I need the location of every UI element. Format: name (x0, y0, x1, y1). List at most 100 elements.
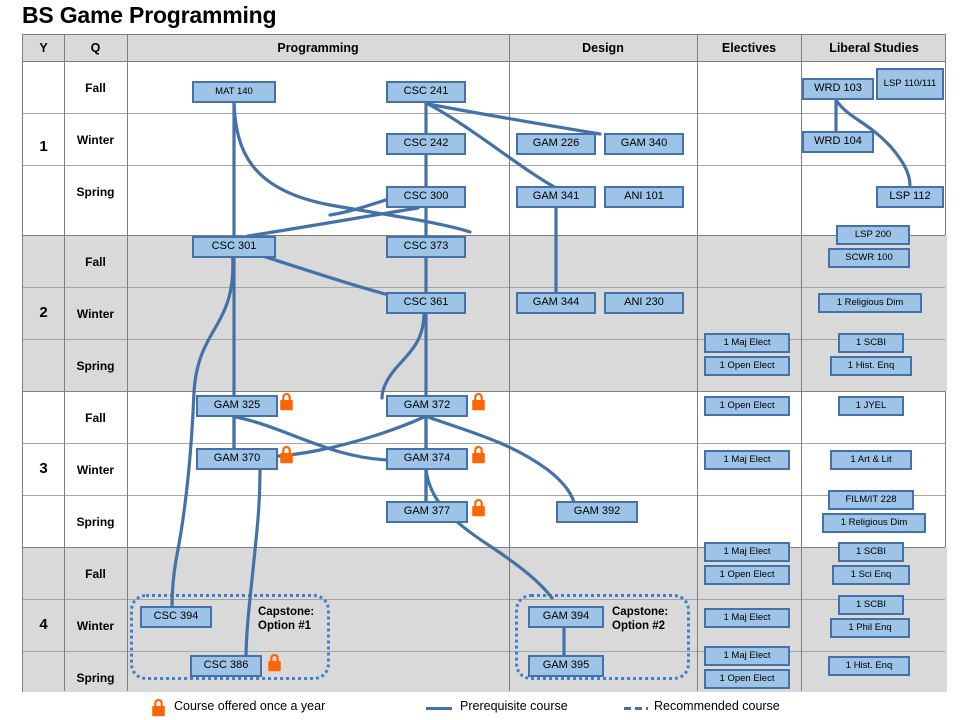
grid-vline (697, 35, 698, 691)
course-box-hist-enq-y2s[interactable]: 1 Hist. Enq (830, 356, 912, 376)
course-box-csc-394[interactable]: CSC 394 (140, 606, 212, 628)
grid-hline (23, 391, 945, 392)
lock-icon (280, 392, 293, 411)
grid-hline (23, 235, 945, 236)
quarter-label-y2-spring: Spring (76, 359, 115, 373)
page-title: BS Game Programming (22, 2, 277, 28)
course-box-csc-373[interactable]: CSC 373 (386, 236, 466, 258)
course-box-jyel[interactable]: 1 JYEL (838, 396, 904, 416)
quarter-label-y4-winter: Winter (76, 619, 115, 633)
course-box-csc-241[interactable]: CSC 241 (386, 81, 466, 103)
elective-box-maj-elect-y4w[interactable]: 1 Maj Elect (704, 608, 790, 628)
grid-hline (23, 651, 945, 652)
quarter-label-y3-fall: Fall (85, 411, 106, 425)
course-box-gam-341[interactable]: GAM 341 (516, 186, 596, 208)
course-box-gam-340[interactable]: GAM 340 (604, 133, 684, 155)
grid-vline (127, 35, 128, 691)
course-box-scbi-y4w[interactable]: 1 SCBI (838, 595, 904, 615)
course-box-lsp-110-111[interactable]: LSP 110/111 (876, 68, 944, 100)
quarter-label-y3-spring: Spring (76, 515, 115, 529)
course-box-csc-242[interactable]: CSC 242 (386, 133, 466, 155)
course-box-mat-140[interactable]: MAT 140 (192, 81, 276, 103)
grid-vline (801, 35, 802, 691)
year-label-1: 1 (39, 138, 48, 155)
year2-row-shading (23, 235, 947, 391)
grid-hline (23, 339, 945, 340)
course-box-gam-395[interactable]: GAM 395 (528, 655, 604, 677)
lock-icon (472, 445, 485, 464)
quarter-label-y4-fall: Fall (85, 567, 106, 581)
course-box-lsp-112[interactable]: LSP 112 (876, 186, 944, 208)
column-header-programming: Programming (277, 41, 359, 55)
course-box-wrd-104[interactable]: WRD 104 (802, 131, 874, 153)
header-row-background (23, 35, 945, 61)
quarter-label-y3-winter: Winter (76, 463, 115, 477)
dashed-line-icon (624, 707, 648, 710)
lock-icon (268, 653, 281, 672)
elective-box-maj-elect-y4s[interactable]: 1 Maj Elect (704, 646, 790, 666)
course-box-wrd-103[interactable]: WRD 103 (802, 78, 874, 100)
elective-box-maj-elect-y3w[interactable]: 1 Maj Elect (704, 450, 790, 470)
capstone-option2-group (515, 594, 690, 680)
capstone-option1-label: Capstone: Option #1 (258, 605, 314, 634)
legend: Course offered once a year Prerequisite … (150, 697, 850, 719)
course-box-lsp-200[interactable]: LSP 200 (836, 225, 910, 245)
year-label-3: 3 (39, 460, 48, 477)
course-box-gam-377[interactable]: GAM 377 (386, 501, 468, 523)
course-box-gam-374[interactable]: GAM 374 (386, 448, 468, 470)
grid-hline (23, 495, 945, 496)
elective-box-open-elect-y4f[interactable]: 1 Open Elect (704, 565, 790, 585)
course-box-scbi-y2s[interactable]: 1 SCBI (838, 333, 904, 353)
course-box-ani-101[interactable]: ANI 101 (604, 186, 684, 208)
course-box-csc-386[interactable]: CSC 386 (190, 655, 262, 677)
elective-box-open-elect-y4s[interactable]: 1 Open Elect (704, 669, 790, 689)
course-box-hist-enq-y4s[interactable]: 1 Hist. Enq (828, 656, 910, 676)
grid-hline (23, 113, 945, 114)
grid-hline (23, 443, 945, 444)
course-box-scwr-100[interactable]: SCWR 100 (828, 248, 910, 268)
course-box-gam-394[interactable]: GAM 394 (528, 606, 604, 628)
grid-vline (509, 35, 510, 691)
course-box-sci-enq[interactable]: 1 Sci Enq (832, 565, 910, 585)
course-box-gam-392[interactable]: GAM 392 (556, 501, 638, 523)
course-box-gam-226[interactable]: GAM 226 (516, 133, 596, 155)
legend-lock-label: Course offered once a year (174, 699, 326, 713)
quarter-label-y4-spring: Spring (76, 671, 115, 685)
course-box-phil-enq[interactable]: 1 Phil Enq (830, 618, 910, 638)
legend-prerequisite-label: Prerequisite course (460, 699, 568, 713)
legend-recommended-label: Recommended course (654, 699, 780, 713)
grid-vline (64, 35, 65, 691)
course-box-art-lit[interactable]: 1 Art & Lit (830, 450, 912, 470)
course-box-religious-dim-y2w[interactable]: 1 Religious Dim (818, 293, 922, 313)
grid-hline (23, 547, 945, 548)
elective-box-open-elect-y2s[interactable]: 1 Open Elect (704, 356, 790, 376)
course-box-csc-301[interactable]: CSC 301 (192, 236, 276, 258)
capstone-option2-line1: Capstone: (612, 606, 669, 618)
column-header-quarter: Q (90, 41, 101, 55)
quarter-label-y1-spring: Spring (76, 185, 115, 199)
elective-box-maj-elect-y2s[interactable]: 1 Maj Elect (704, 333, 790, 353)
course-box-film-it-228[interactable]: FILM/IT 228 (828, 490, 914, 510)
course-box-csc-361[interactable]: CSC 361 (386, 292, 466, 314)
lock-icon (280, 445, 293, 464)
lock-icon (152, 698, 165, 717)
elective-box-open-elect-y3f[interactable]: 1 Open Elect (704, 396, 790, 416)
column-header-electives: Electives (721, 41, 777, 55)
quarter-label-y2-fall: Fall (85, 255, 106, 269)
year-label-4: 4 (39, 616, 48, 633)
grid-hline (23, 287, 945, 288)
course-box-csc-300[interactable]: CSC 300 (386, 186, 466, 208)
course-box-ani-230[interactable]: ANI 230 (604, 292, 684, 314)
capstone-option1-line2: Option #1 (258, 620, 312, 633)
course-box-gam-344[interactable]: GAM 344 (516, 292, 596, 314)
course-box-gam-372[interactable]: GAM 372 (386, 395, 468, 417)
course-box-religious-dim-y3s[interactable]: 1 Religious Dim (822, 513, 926, 533)
course-box-gam-370[interactable]: GAM 370 (196, 448, 278, 470)
quarter-label-y2-winter: Winter (76, 307, 115, 321)
capstone-option2-line2: Option #2 (612, 620, 666, 633)
course-box-scbi-y4f[interactable]: 1 SCBI (838, 542, 904, 562)
quarter-label-y1-fall: Fall (85, 81, 106, 95)
elective-box-maj-elect-y4f[interactable]: 1 Maj Elect (704, 542, 790, 562)
course-box-gam-325[interactable]: GAM 325 (196, 395, 278, 417)
lock-icon (472, 392, 485, 411)
